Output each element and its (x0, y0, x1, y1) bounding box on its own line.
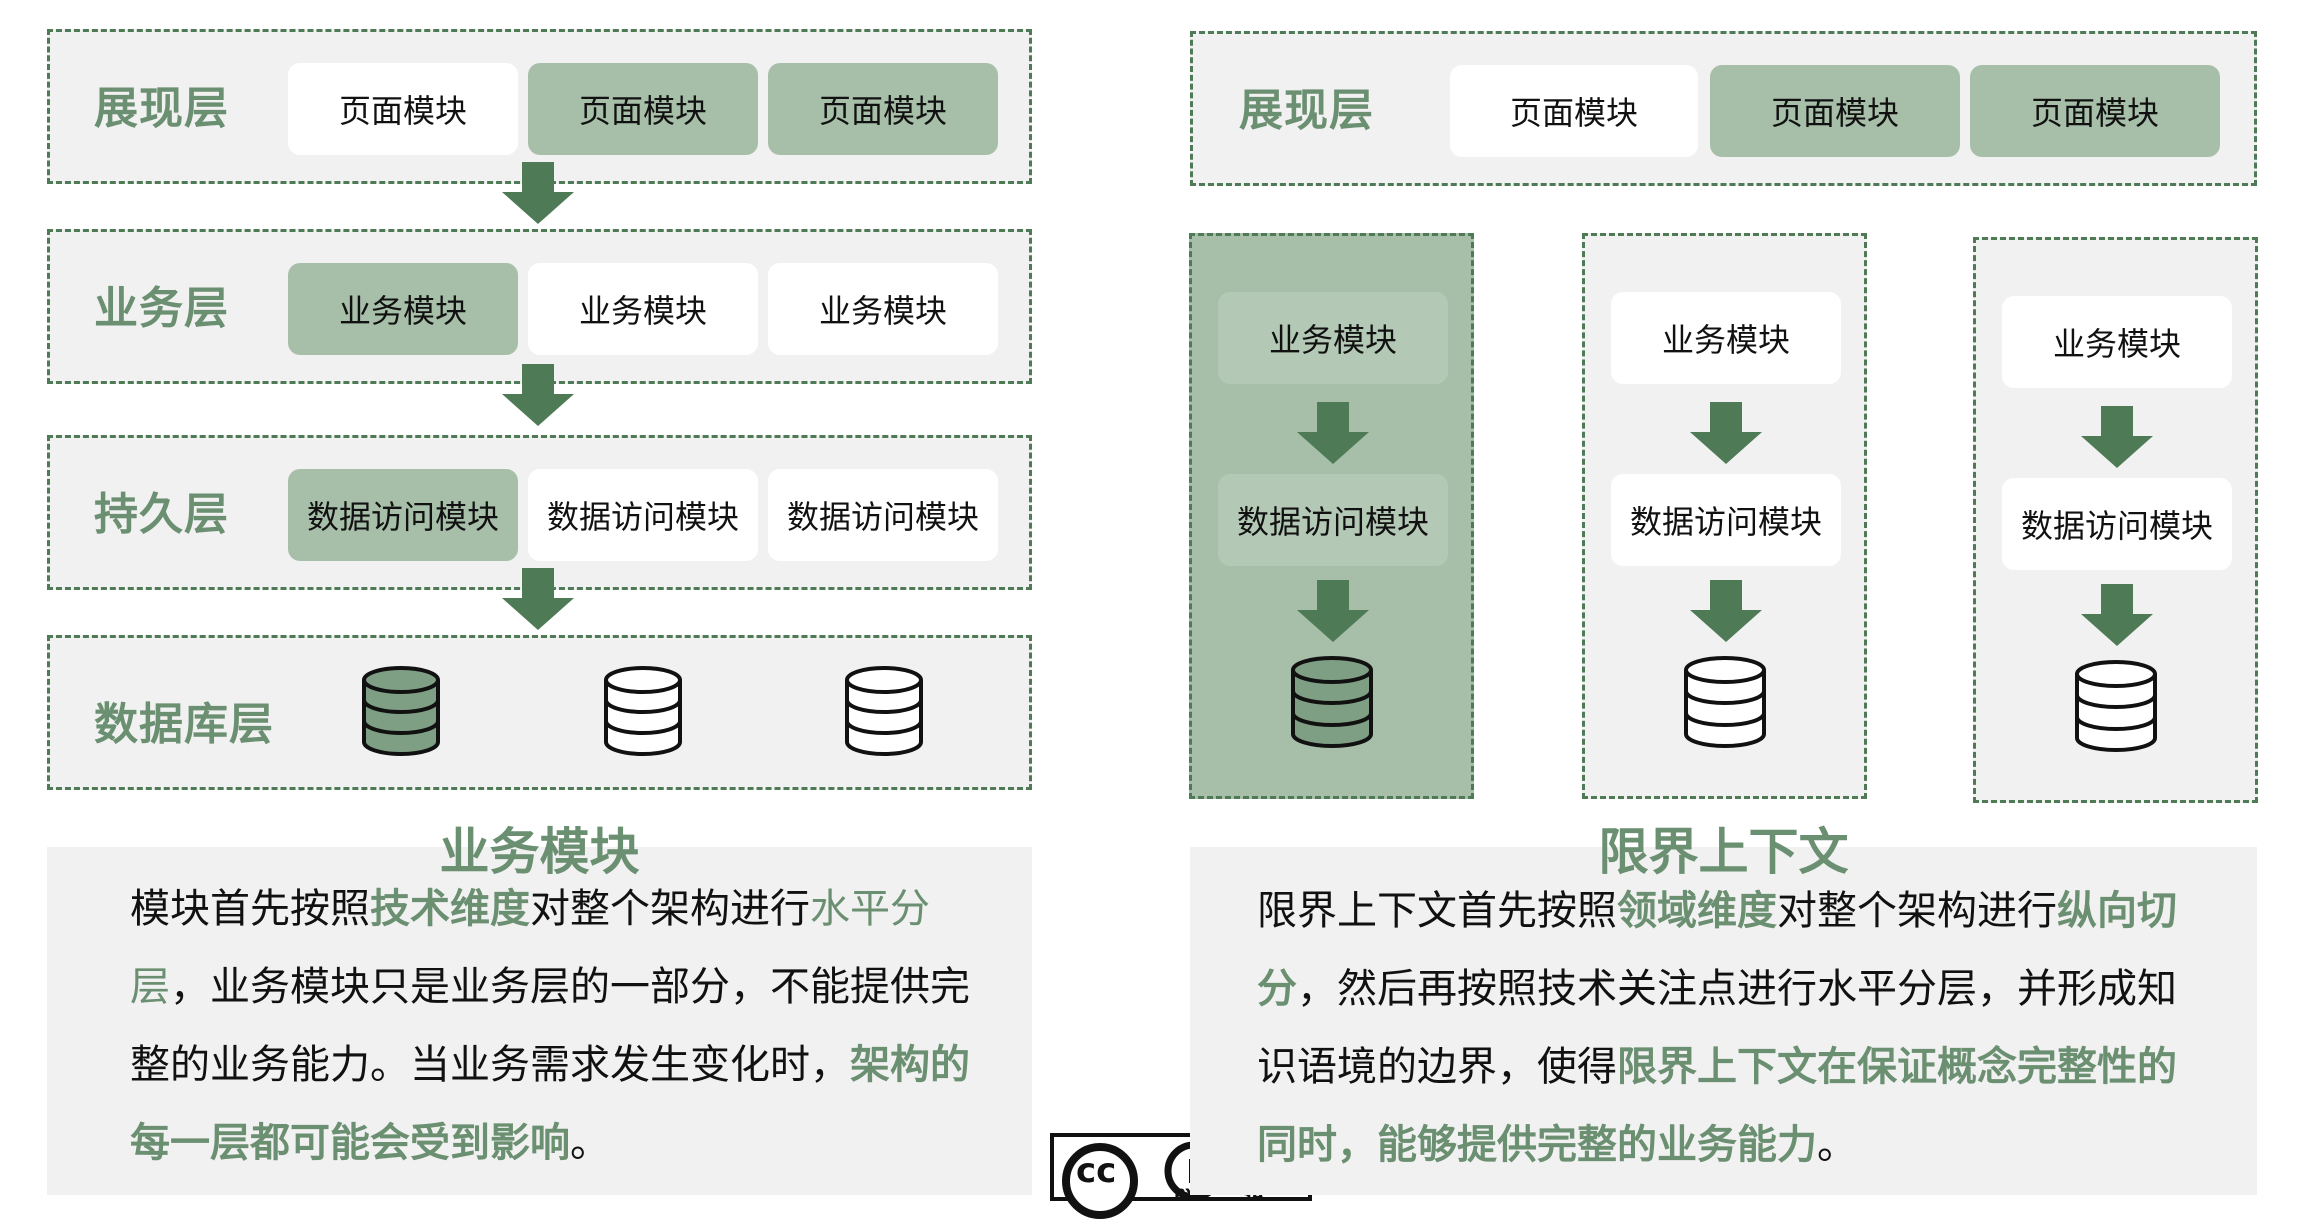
text-emphasis: 限界上下文在保证概念完整性的同时，能够提供完整的业务能力 (1257, 1044, 2177, 1168)
data-access-module: 数据访问模块 (2002, 478, 2232, 570)
down-arrow-icon (1297, 402, 1369, 464)
database-icon (1291, 656, 1373, 748)
layer-label: 业务层 (94, 283, 229, 334)
left-persistence-layer: 持久层 数据访问模块 数据访问模块 数据访问模块 (47, 435, 1032, 590)
layer-label: 数据库层 (94, 699, 274, 750)
text-run: 对整个架构进行 (530, 886, 810, 932)
right-description-title: 限界上下文 (1598, 823, 1849, 881)
business-module: 业务模块 (1611, 292, 1841, 384)
text-run: 。 (1817, 1122, 1857, 1168)
page-module: 页面模块 (1710, 65, 1960, 157)
left-description-title: 业务模块 (439, 823, 640, 881)
layer-label: 持久层 (94, 489, 229, 540)
data-access-module: 数据访问模块 (288, 469, 518, 561)
bounded-context-column: 业务模块 数据访问模块 (1973, 237, 2258, 803)
page-module: 页面模块 (1970, 65, 2220, 157)
text-emphasis: 领域维度 (1617, 888, 1777, 934)
data-access-module: 数据访问模块 (528, 469, 758, 561)
text-run: 限界上下文首先按照 (1257, 888, 1617, 934)
down-arrow-icon (1690, 580, 1762, 642)
database-icon (362, 666, 440, 756)
text-run: 模块首先按照 (130, 886, 370, 932)
down-arrow-icon (502, 568, 574, 630)
business-module: 业务模块 (2002, 296, 2232, 388)
cc-label: cc (1076, 1151, 1117, 1191)
data-access-module: 数据访问模块 (1218, 474, 1448, 566)
left-description-text: 模块首先按照技术维度对整个架构进行水平分层，业务模块只是业务层的一部分，不能提供… (130, 870, 970, 1182)
right-description-box (1190, 847, 2257, 1195)
page-module: 页面模块 (1450, 65, 1698, 157)
text-run: ，然后再按照技术关注点进行水平分层，并形成知识语境的边界，使得 (1257, 966, 2177, 1090)
layer-label: 展现层 (94, 83, 229, 134)
text-run: ，业务模块只是业务层的一部分，不能提供完整的业务能力。当业务需求发生变化时， (130, 964, 970, 1088)
database-icon (845, 666, 923, 756)
page-module: 页面模块 (768, 63, 998, 155)
business-module: 业务模块 (528, 263, 758, 355)
down-arrow-icon (502, 364, 574, 426)
down-arrow-icon (2081, 406, 2153, 468)
down-arrow-icon (2081, 584, 2153, 646)
page-module: 页面模块 (528, 63, 758, 155)
business-module: 业务模块 (768, 263, 998, 355)
text-emphasis: 水平分层 (130, 886, 930, 1010)
right-diagram: 展现层 页面模块 页面模块 页面模块 业务模块 数据访问模块 业务模块 数据访问… (1180, 0, 2302, 1201)
right-description-text: 限界上下文首先按照领域维度对整个架构进行纵向切分，然后再按照技术关注点进行水平分… (1257, 872, 2177, 1184)
database-icon (1684, 656, 1766, 748)
down-arrow-icon (1297, 580, 1369, 642)
down-arrow-icon (502, 162, 574, 224)
text-run: 对整个架构进行 (1777, 888, 2057, 934)
business-module: 业务模块 (1218, 292, 1448, 384)
left-business-layer: 业务层 业务模块 业务模块 业务模块 (47, 229, 1032, 384)
data-access-module: 数据访问模块 (768, 469, 998, 561)
bounded-context-column: 业务模块 数据访问模块 (1582, 233, 1867, 799)
right-presentation-layer: 展现层 页面模块 页面模块 页面模块 (1190, 31, 2257, 186)
left-diagram: 展现层 页面模块 页面模块 页面模块 业务层 业务模块 业务模块 业务模块 持久… (0, 0, 1040, 1201)
text-emphasis: 架构的每一层都可能会受到影响 (130, 1042, 970, 1166)
database-icon (604, 666, 682, 756)
data-access-module: 数据访问模块 (1611, 474, 1841, 566)
business-module: 业务模块 (288, 263, 518, 355)
page-module: 页面模块 (288, 63, 518, 155)
bounded-context-column: 业务模块 数据访问模块 (1189, 233, 1474, 799)
left-presentation-layer: 展现层 页面模块 页面模块 页面模块 (47, 29, 1032, 184)
database-icon (2075, 660, 2157, 752)
text-emphasis: 技术维度 (370, 886, 530, 932)
layer-label: 展现层 (1239, 85, 1374, 136)
text-emphasis: 纵向切分 (1257, 888, 2177, 1012)
left-database-layer: 数据库层 (47, 635, 1032, 790)
down-arrow-icon (1690, 402, 1762, 464)
text-run: 。 (570, 1120, 610, 1166)
left-description-box (47, 847, 1032, 1195)
